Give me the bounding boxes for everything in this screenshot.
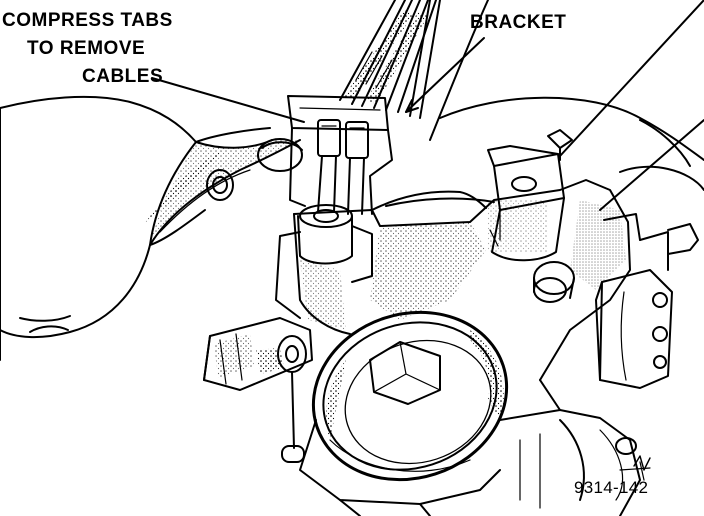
leader-line-tabs <box>151 77 305 123</box>
throttle-cables <box>339 0 489 141</box>
figure-number: 9314-142 <box>574 478 649 497</box>
lower-housing <box>499 379 651 516</box>
compress-tabs-label-line1: COMPRESS TABS <box>2 10 173 31</box>
cable-bracket <box>287 95 393 215</box>
engine-background <box>439 0 704 211</box>
artist-mark <box>633 455 651 471</box>
throttle-linkage <box>203 317 313 463</box>
hand-illustration <box>0 95 303 361</box>
compress-tabs-label-line3: CABLES <box>82 66 164 87</box>
throttle-body <box>275 145 699 389</box>
throttle-bore <box>299 310 509 516</box>
compress-tabs-label-line2: TO REMOVE <box>27 38 146 59</box>
leader-line-bracket <box>405 37 485 113</box>
bracket-label: BRACKET <box>470 12 567 33</box>
